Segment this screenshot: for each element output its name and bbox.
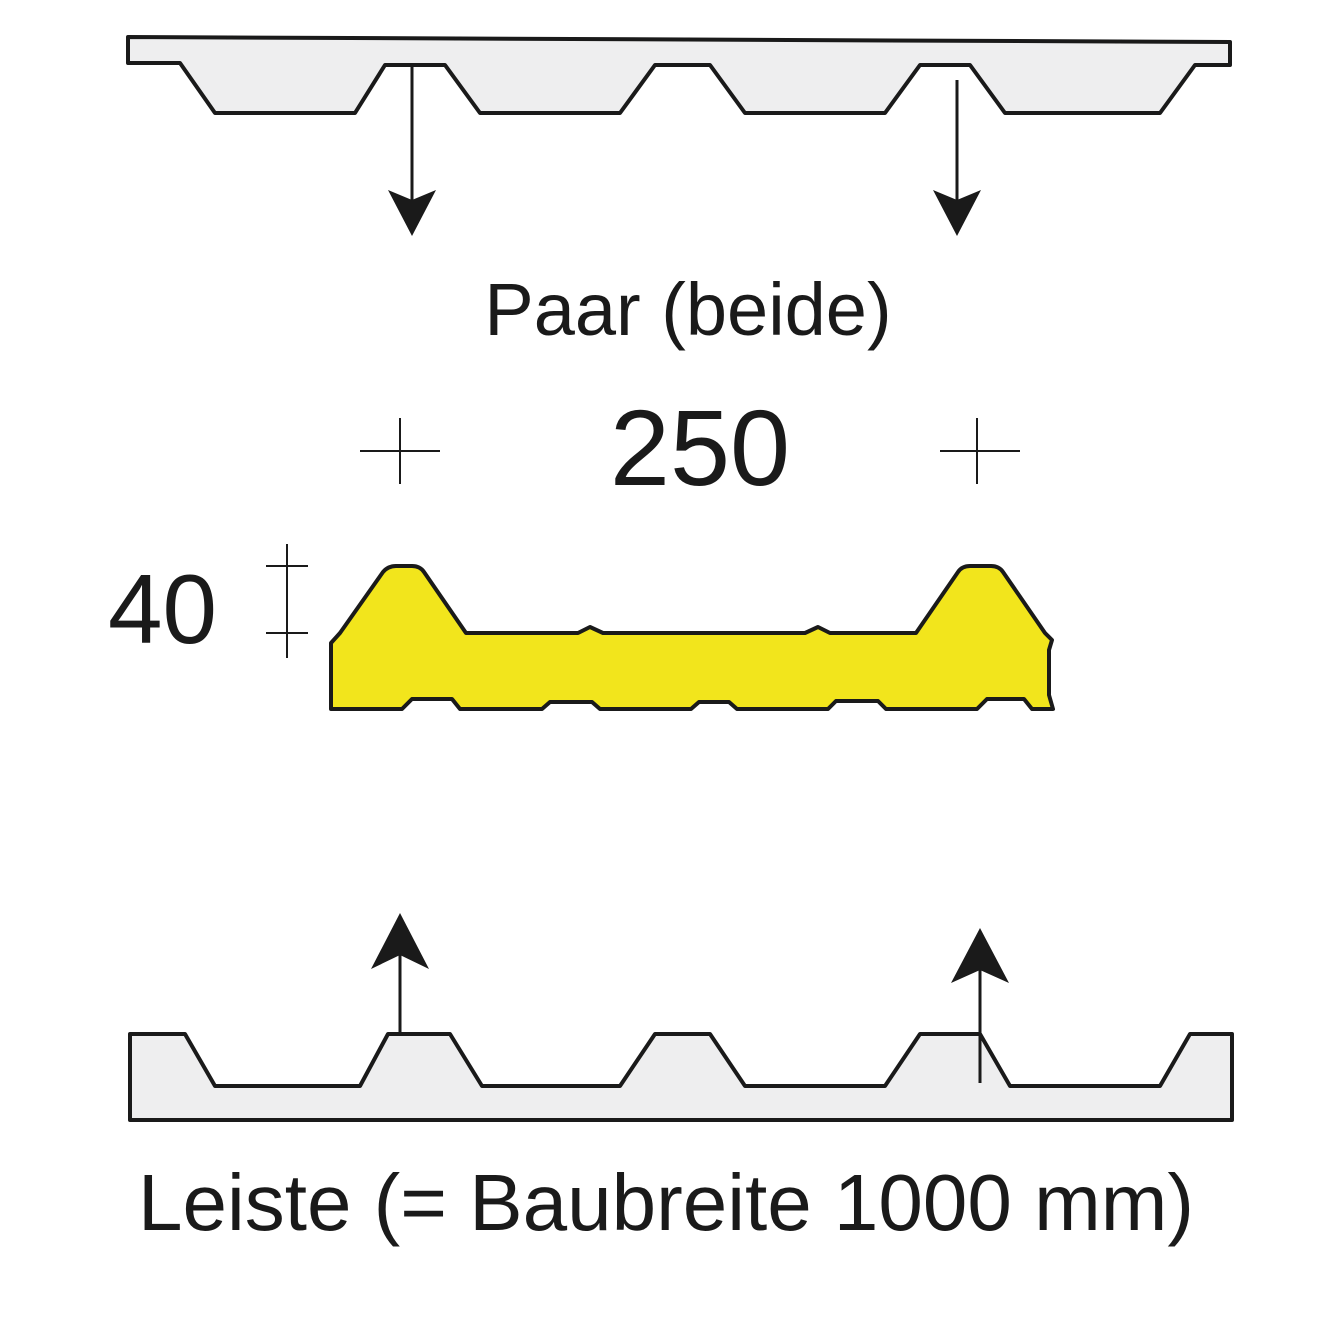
crosshair-right — [940, 418, 1020, 484]
crosshair-left — [360, 418, 440, 484]
down-arrow-left — [388, 66, 436, 236]
pair-label: Paar (beide) — [484, 268, 891, 351]
foam-filler-profile — [329, 564, 1055, 711]
spacing-value: 250 — [610, 387, 790, 508]
height-value: 40 — [108, 554, 217, 664]
down-arrow-right — [933, 80, 981, 236]
bottom-trapezoid-sheet — [128, 1032, 1234, 1122]
strip-label: Leiste (= Baubreite 1000 mm) — [138, 1158, 1194, 1247]
up-arrow-right — [951, 928, 1009, 1083]
height-dimension-marker — [266, 544, 308, 658]
top-trapezoid-sheet — [126, 35, 1232, 115]
